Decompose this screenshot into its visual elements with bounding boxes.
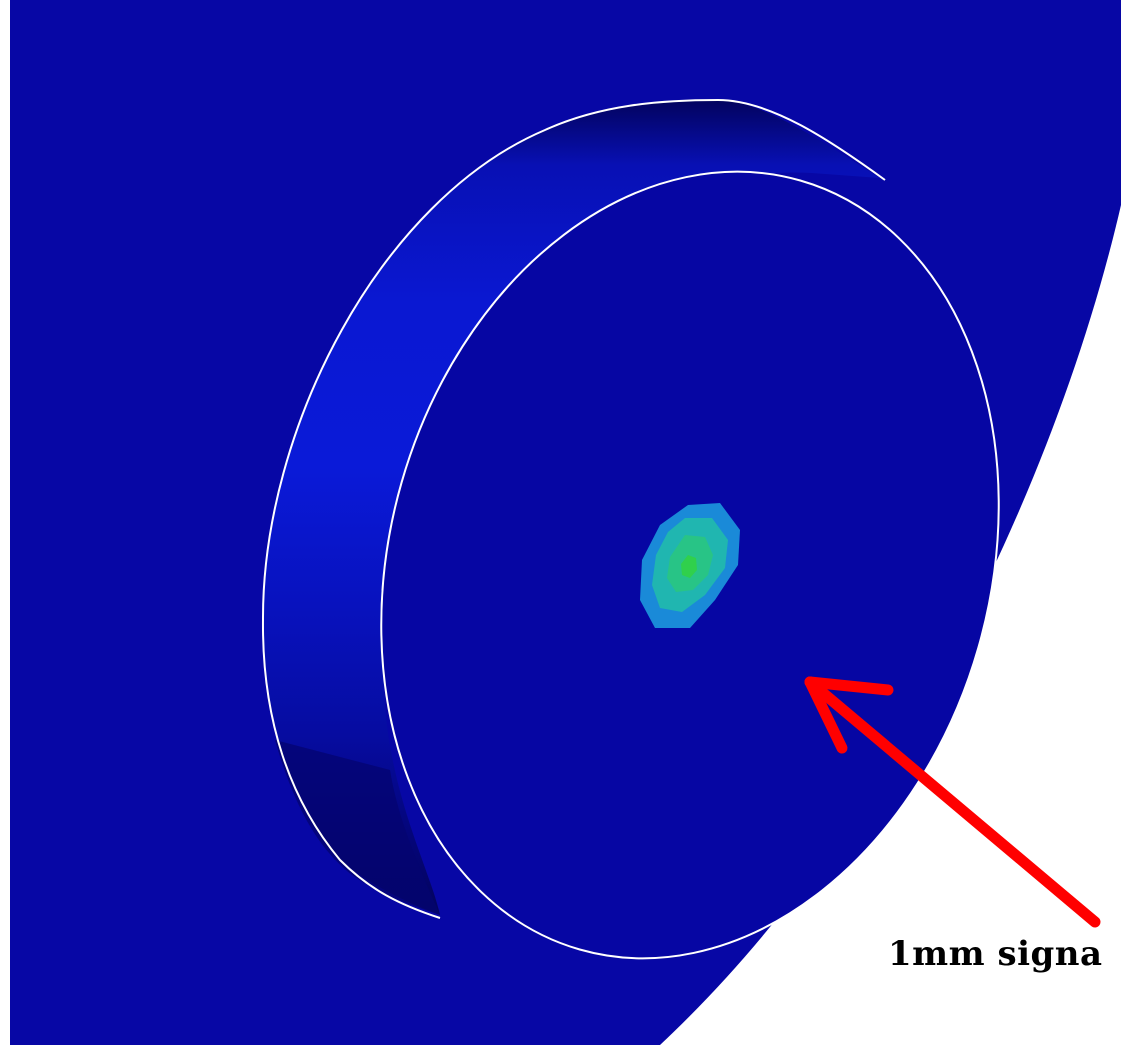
disk-back-outline bbox=[261, 98, 886, 621]
disk-rim-shadow bbox=[275, 740, 440, 915]
stress-hotspot bbox=[640, 503, 740, 628]
red-arrow-icon bbox=[804, 676, 1101, 928]
hotspot-contour-core bbox=[681, 555, 697, 578]
disk-bottom-outline bbox=[261, 619, 441, 919]
disk-face-outline bbox=[380, 170, 1000, 960]
disk-rim bbox=[262, 100, 881, 915]
annotation-label: 1mm signa bbox=[888, 934, 1103, 974]
